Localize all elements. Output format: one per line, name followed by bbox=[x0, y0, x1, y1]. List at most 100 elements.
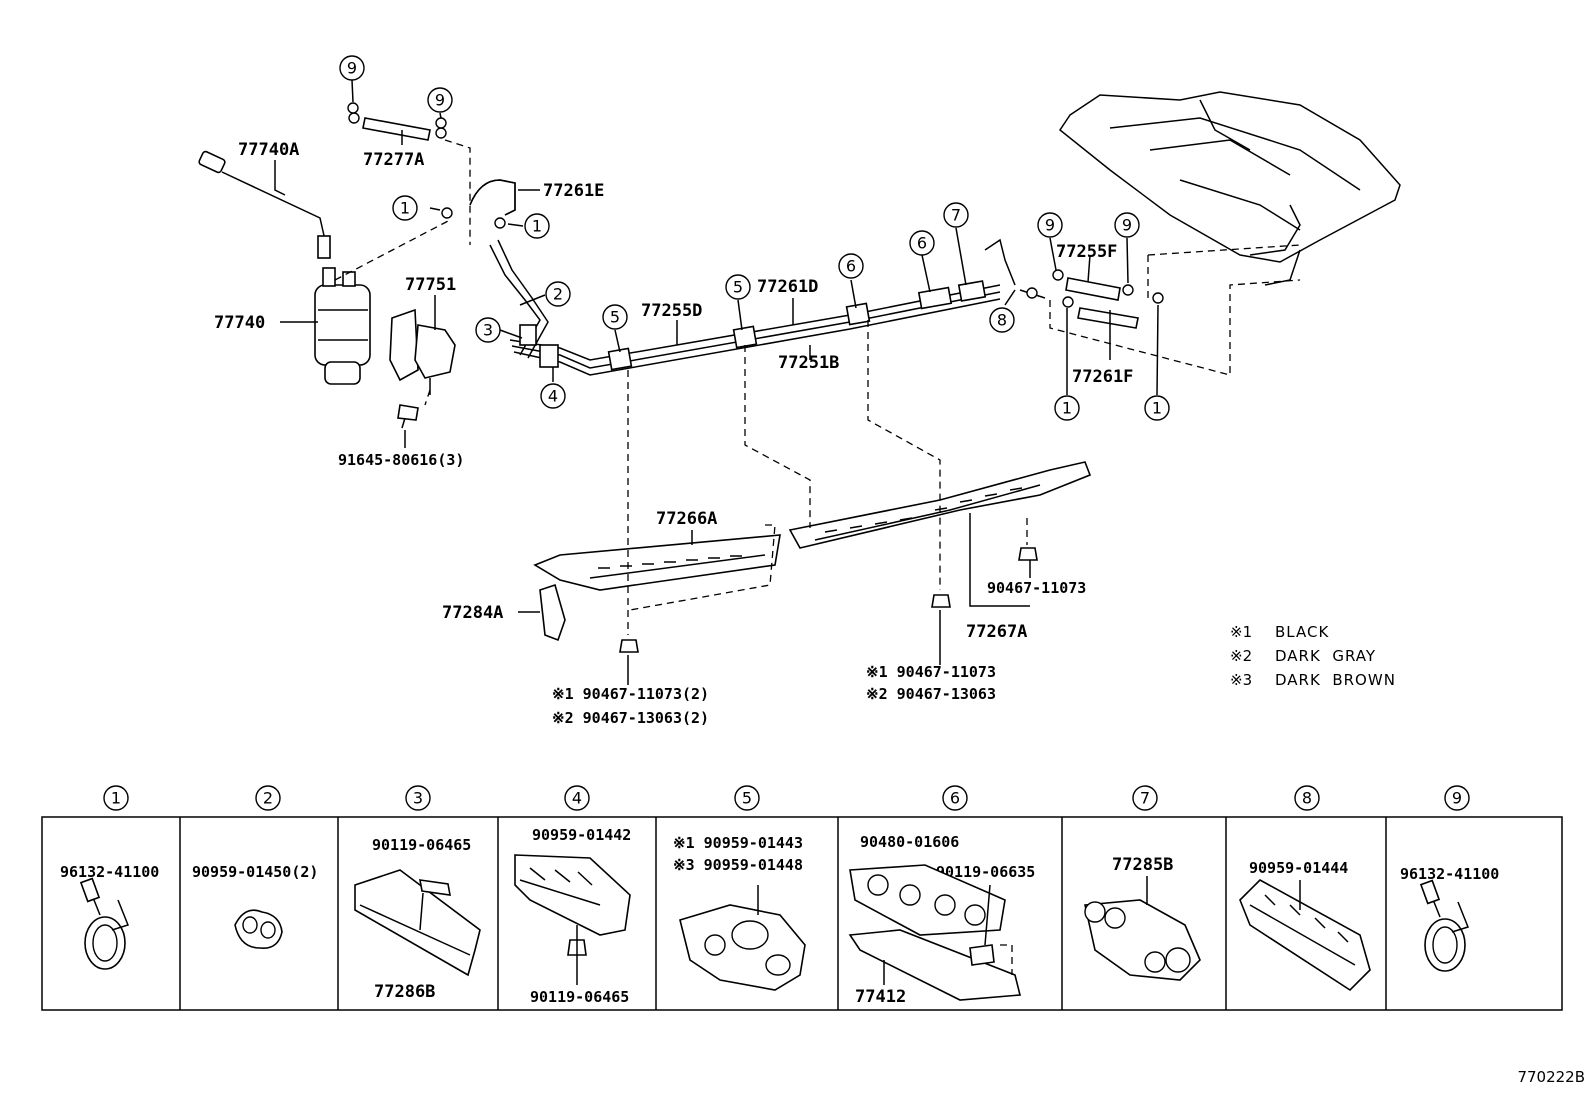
table-header-4: 4 bbox=[564, 785, 590, 811]
svg-text:6: 6 bbox=[950, 789, 960, 808]
small-clips bbox=[347, 102, 1164, 308]
svg-text:8: 8 bbox=[997, 311, 1007, 330]
label-91645: 91645-80616(3) bbox=[338, 451, 464, 469]
label-77251b: 77251B bbox=[778, 353, 839, 373]
svg-text:9: 9 bbox=[435, 91, 445, 110]
svg-text:2: 2 bbox=[263, 789, 273, 808]
bracket-77751 bbox=[389, 308, 456, 395]
cell-2-label: 90959-01450(2) bbox=[192, 863, 318, 881]
label-77255f: 77255F bbox=[1056, 242, 1117, 262]
svg-text:2: 2 bbox=[553, 285, 563, 304]
bracket-77267a bbox=[788, 461, 1092, 549]
svg-text:1: 1 bbox=[1062, 399, 1072, 418]
bracket-77266a bbox=[533, 524, 781, 611]
svg-text:9: 9 bbox=[1045, 216, 1055, 235]
legend-text-2: DARK GRAY bbox=[1275, 647, 1376, 665]
callout-circles: 9 9 1 1 2 3 4 5 5 6 6 7 8 9 9 1 1 bbox=[339, 55, 1170, 421]
callout-5b: 5 bbox=[725, 274, 751, 300]
label-77255d: 77255D bbox=[641, 301, 702, 321]
cell-4-label-b: 90119-06465 bbox=[530, 988, 629, 1006]
legend-mark-2: ※2 bbox=[1230, 647, 1252, 665]
callout-5a: 5 bbox=[602, 304, 628, 330]
table-header-3: 3 bbox=[405, 785, 431, 811]
cell-1-label: 96132-41100 bbox=[60, 863, 159, 881]
bolt-91645 bbox=[397, 404, 419, 429]
svg-text:9: 9 bbox=[347, 59, 357, 78]
figure-code: 770222B bbox=[1517, 1068, 1585, 1086]
callout-1b: 1 bbox=[524, 213, 550, 239]
callout-9c: 9 bbox=[1037, 212, 1063, 238]
table-header-2: 2 bbox=[255, 785, 281, 811]
callout-1a: 1 bbox=[392, 195, 418, 221]
callout-6a: 6 bbox=[838, 253, 864, 279]
legend-text-3: DARK BROWN bbox=[1275, 671, 1396, 689]
hoses-right bbox=[1065, 277, 1139, 329]
cell-8-label: 90959-01444 bbox=[1249, 859, 1348, 877]
label-77267a: 77267A bbox=[966, 622, 1027, 642]
callout-1c: 1 bbox=[1054, 395, 1080, 421]
cell-7-label: 77285B bbox=[1112, 855, 1173, 875]
label-77751: 77751 bbox=[405, 275, 456, 295]
svg-text:3: 3 bbox=[413, 789, 423, 808]
svg-text:4: 4 bbox=[572, 789, 582, 808]
table-header-5: 5 bbox=[734, 785, 760, 811]
label-fastener-mid-2: ※2 90467-13063 bbox=[866, 685, 996, 703]
label-fastener-left-1: ※1 90467-11073(2) bbox=[552, 685, 709, 703]
svg-text:7: 7 bbox=[951, 206, 961, 225]
cell-5-label-a: ※1 90959-01443 bbox=[673, 834, 803, 852]
cell-5-clip bbox=[679, 885, 806, 991]
cell-8-clip bbox=[1239, 879, 1371, 992]
label-fastener-mid-1: ※1 90467-11073 bbox=[866, 663, 996, 681]
callout-9d: 9 bbox=[1114, 212, 1140, 238]
fuel-lines bbox=[489, 238, 1046, 376]
charcoal-canister bbox=[314, 267, 371, 385]
canister-tube bbox=[198, 150, 331, 259]
label-77740a: 77740A bbox=[238, 140, 299, 160]
table-header-1: 1 bbox=[103, 785, 129, 811]
cell-6-label-b: 90119-06635 bbox=[936, 863, 1035, 881]
callout-1d: 1 bbox=[1144, 395, 1170, 421]
fuel-tank bbox=[1058, 91, 1401, 286]
label-77261e: 77261E bbox=[543, 181, 604, 201]
hose-77261e bbox=[469, 179, 516, 216]
svg-text:3: 3 bbox=[483, 321, 493, 340]
label-77261f: 77261F bbox=[1072, 367, 1133, 387]
table-header-8: 8 bbox=[1294, 785, 1320, 811]
callout-6b: 6 bbox=[909, 230, 935, 256]
cell-2-clip bbox=[234, 909, 283, 949]
svg-text:9: 9 bbox=[1122, 216, 1132, 235]
nuts bbox=[619, 547, 1038, 653]
callout-9a: 9 bbox=[339, 55, 365, 81]
color-legend: ※1 BLACK ※2 DARK GRAY ※3 DARK BROWN bbox=[1230, 623, 1396, 689]
cell-9-label: 96132-41100 bbox=[1400, 865, 1499, 883]
callout-7: 7 bbox=[943, 202, 969, 228]
cell-4-label-a: 90959-01442 bbox=[532, 826, 631, 844]
svg-text:5: 5 bbox=[610, 308, 620, 327]
label-77277a: 77277A bbox=[363, 150, 424, 170]
callout-4: 4 bbox=[540, 383, 566, 409]
legend-mark-1: ※1 bbox=[1230, 623, 1252, 641]
dashed-leaders bbox=[334, 139, 1301, 635]
cell-3-clamp-block bbox=[354, 869, 481, 977]
callout-9b: 9 bbox=[427, 87, 453, 113]
label-fastener-left-2: ※2 90467-13063(2) bbox=[552, 709, 709, 727]
svg-text:8: 8 bbox=[1302, 789, 1312, 808]
svg-text:1: 1 bbox=[1152, 399, 1162, 418]
legend-text-1: BLACK bbox=[1275, 623, 1329, 641]
part-labels: 77740A 77277A 77261E 77751 77740 91645-8… bbox=[214, 140, 1133, 727]
cell-4-clip bbox=[514, 854, 631, 985]
cell-9-clamp bbox=[1419, 879, 1469, 972]
callout-2: 2 bbox=[545, 281, 571, 307]
cell-6-label-a: 90480-01606 bbox=[860, 833, 959, 851]
svg-text:5: 5 bbox=[733, 278, 743, 297]
cell-3-label-a: 90119-06465 bbox=[372, 836, 471, 854]
svg-text:1: 1 bbox=[400, 199, 410, 218]
table-header-7: 7 bbox=[1132, 785, 1158, 811]
cell-6-clip-bracket bbox=[848, 864, 1022, 1001]
label-90467-right: 90467-11073 bbox=[987, 579, 1086, 597]
svg-text:4: 4 bbox=[548, 387, 558, 406]
solid-leaders bbox=[274, 79, 1159, 685]
cell-5-label-b: ※3 90959-01448 bbox=[673, 856, 803, 874]
table-header-9: 9 bbox=[1444, 785, 1470, 811]
